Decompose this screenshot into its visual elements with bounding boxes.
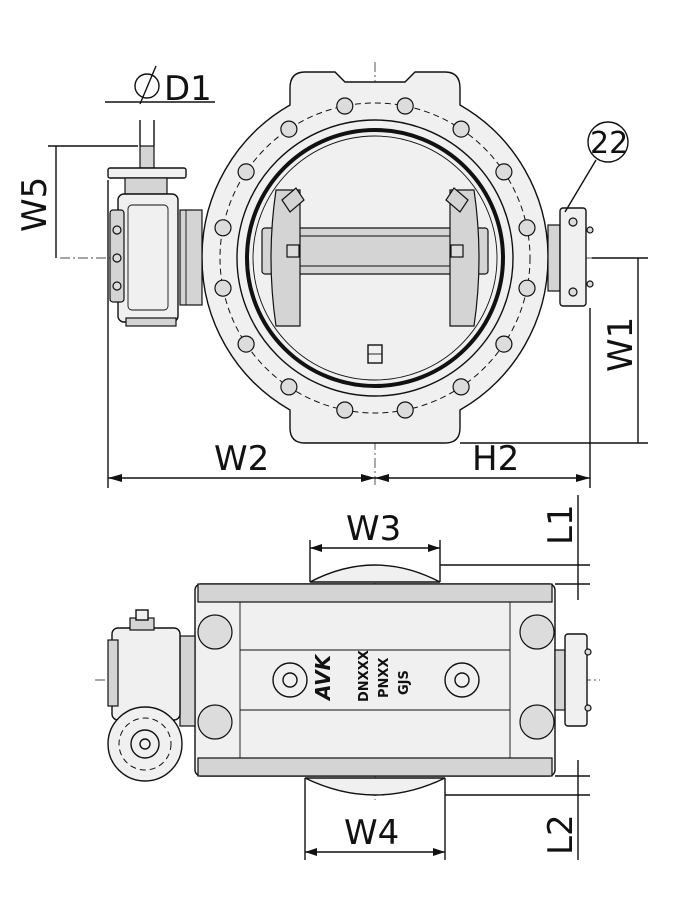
disc-bar	[261, 227, 489, 275]
label-h2: H2	[472, 439, 519, 479]
disc-top-protrusion	[309, 564, 441, 583]
label-ref-22: 22	[590, 126, 628, 161]
marking-line2: PNXX	[377, 658, 392, 698]
valve-body-top	[194, 583, 556, 777]
flange-bolt	[452, 378, 470, 396]
flange-bolts	[214, 97, 536, 419]
flange-bolt	[396, 97, 414, 115]
flange-bolt	[518, 279, 536, 297]
flange-bolt	[280, 378, 298, 396]
left-boss	[179, 209, 203, 306]
flange-bolt	[280, 120, 298, 138]
marking-line1: DNXXX	[357, 650, 372, 702]
flange-bolt	[396, 401, 414, 419]
marking-line3: GJS	[397, 670, 412, 695]
gearbox-top	[111, 627, 181, 721]
flange-bolt	[452, 120, 470, 138]
flange-bolt	[214, 279, 232, 297]
label-l1: L1	[541, 504, 581, 545]
front-view: D1 W5 22 W1 W2 H2	[15, 62, 648, 488]
balloon-22	[587, 121, 629, 163]
label-w3: W3	[346, 509, 401, 549]
bottom-end-flange	[547, 207, 594, 307]
flange-bolt	[495, 163, 513, 181]
disc-rib-right	[449, 189, 480, 327]
label-d1: D1	[164, 69, 212, 109]
flange-bolt	[518, 219, 536, 237]
flange-bolt	[237, 163, 255, 181]
gearbox	[107, 145, 187, 327]
label-l2: L2	[541, 814, 581, 855]
flange-bolt	[214, 219, 232, 237]
body-logo: AVK	[311, 653, 335, 702]
label-w4: W4	[344, 813, 399, 853]
flange-bolt	[336, 97, 354, 115]
label-w1: W1	[601, 317, 641, 372]
input-shaft	[139, 145, 155, 169]
top-view: AVK DNXXX PNXX GJS W3 L1	[95, 495, 600, 860]
flange-bolt	[237, 335, 255, 353]
disc-bottom-protrusion	[304, 777, 446, 796]
label-w2: W2	[214, 439, 269, 479]
disc-rib-left	[270, 189, 301, 327]
label-w5: W5	[15, 177, 55, 232]
flange-bolt	[495, 335, 513, 353]
flange-bolt	[336, 401, 354, 419]
